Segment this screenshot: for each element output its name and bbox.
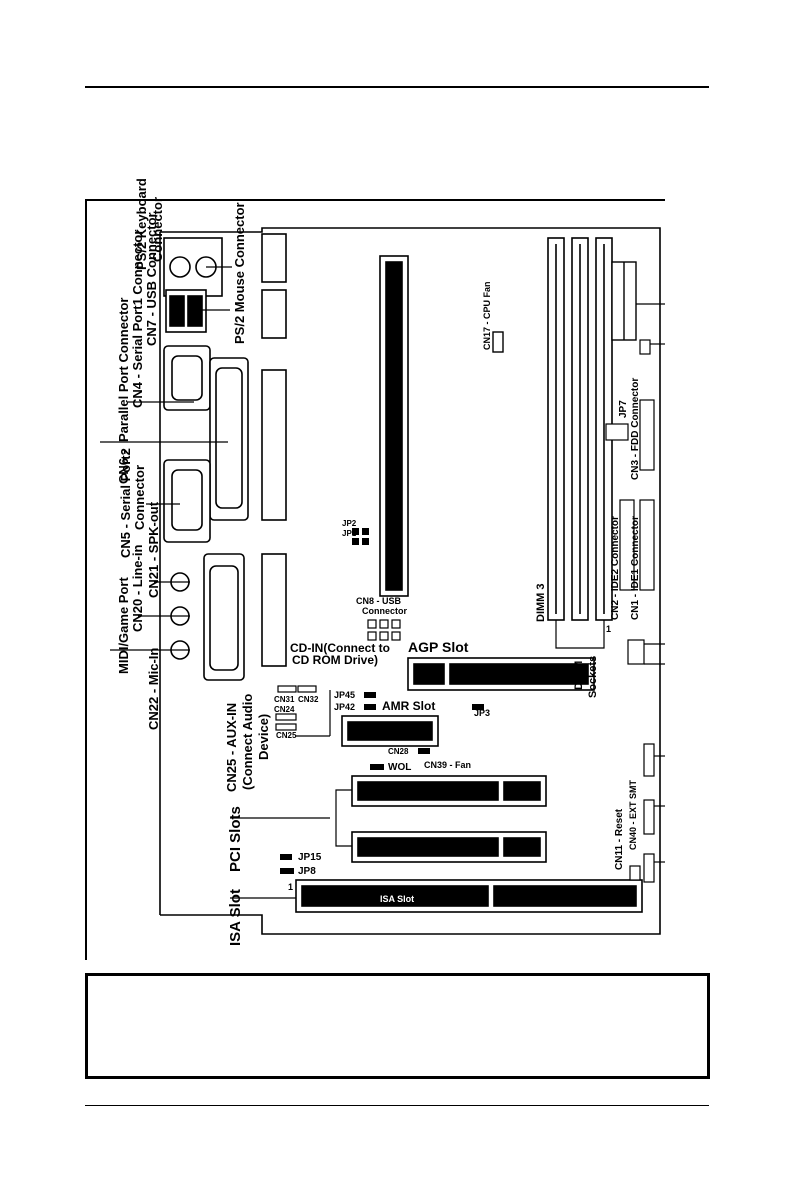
label-cn8: CN8 - USB bbox=[356, 596, 402, 606]
label-cn11: CN11 - Reset bbox=[614, 808, 625, 870]
label-cn39: CN39 - Fan bbox=[424, 760, 471, 770]
label-cn21: CN21 - SPK-out bbox=[146, 501, 161, 598]
jp7-jumper bbox=[605, 423, 629, 441]
label-cn25: CN25 bbox=[276, 731, 297, 740]
label-cn5: CN5 - Serial Port2 bbox=[118, 448, 133, 558]
label-pin1-dimm: 1 bbox=[606, 624, 611, 634]
label-jp2: JP2 bbox=[342, 519, 357, 528]
agp-slot bbox=[407, 657, 595, 691]
dimm-sockets bbox=[547, 237, 613, 621]
header-rule bbox=[85, 86, 709, 88]
label-ps2-keyboard-connector: Connector bbox=[150, 197, 165, 262]
label-cn32: CN32 bbox=[298, 695, 319, 704]
label-cn5-connector: Connector bbox=[132, 465, 147, 530]
io-internal-blocks bbox=[261, 233, 287, 667]
label-cn22: CN22 - Mic-In bbox=[146, 648, 161, 730]
label-cn7: CN7 - USB Connector bbox=[144, 212, 159, 346]
label-cn31: CN31 bbox=[274, 695, 295, 704]
label-dimm: DIMM bbox=[573, 661, 585, 690]
label-isa-slot: ISA Slot bbox=[227, 889, 244, 946]
cn8-usb-header bbox=[367, 619, 401, 641]
label-jp3: JP3 bbox=[474, 708, 490, 718]
label-cn4: CN4 - Serial Port1 Connector bbox=[130, 230, 145, 408]
motherboard-diagram-frame bbox=[85, 199, 665, 960]
label-jp7: JP7 bbox=[618, 400, 629, 418]
board-outline bbox=[160, 227, 661, 935]
jp15-jp8 bbox=[280, 854, 294, 874]
label-cn3: CN3 - FDD Connector bbox=[630, 378, 641, 480]
label-cn17: CN17 - CPU Fan bbox=[482, 281, 492, 350]
label-ps2-keyboard: PS/2 Keyboard bbox=[134, 178, 149, 270]
label-isa-inner: ISA Slot bbox=[380, 894, 414, 904]
cpu-fan-header bbox=[492, 331, 504, 353]
usb-ports bbox=[165, 289, 207, 333]
label-jp42: JP42 bbox=[334, 702, 355, 712]
label-cn1: CN1 - IDE1 Connector bbox=[630, 516, 641, 620]
amr-slot bbox=[341, 715, 439, 747]
small-jumpers bbox=[364, 692, 484, 770]
label-cn2: CN2 - IDE2 Connector bbox=[610, 516, 621, 620]
serial-port-1 bbox=[163, 345, 211, 411]
label-dimm3: DIMM 3 bbox=[535, 584, 547, 623]
label-cn25-connect-audio: (Connect Audio bbox=[240, 694, 255, 790]
serial-port-2 bbox=[163, 459, 211, 543]
label-jp1: JP1 bbox=[342, 529, 357, 538]
audio-headers bbox=[275, 685, 317, 731]
game-port bbox=[203, 553, 245, 681]
label-wol: WOL bbox=[388, 762, 411, 773]
right-edge-headers bbox=[627, 339, 655, 883]
fdd-ide-connectors bbox=[619, 399, 655, 591]
label-agp-slot: AGP Slot bbox=[408, 639, 469, 655]
label-cd-in-2: CD ROM Drive) bbox=[292, 653, 378, 667]
jp1-jp2-jumpers bbox=[352, 528, 369, 545]
label-dimm-sockets: Sockets bbox=[587, 656, 599, 698]
label-cn40: CN40 - EXT SMT bbox=[628, 779, 638, 850]
label-parallel: Parallel Port Connector bbox=[116, 298, 131, 442]
label-cd-in-1: CD-IN(Connect to bbox=[290, 641, 390, 655]
label-cn24: CN24 bbox=[274, 705, 295, 714]
label-cn8-connector: Connector bbox=[362, 606, 407, 616]
label-cn6: CN6 - bbox=[116, 450, 131, 484]
label-cn20: CN20 - Line-in bbox=[130, 545, 145, 632]
pci-slots bbox=[351, 775, 547, 863]
label-jp15: JP15 bbox=[298, 852, 322, 863]
parallel-port bbox=[209, 357, 249, 521]
leader-lines bbox=[100, 266, 665, 899]
label-amr-slot: AMR Slot bbox=[382, 699, 435, 713]
isa-slot bbox=[295, 879, 643, 913]
atx-power-connector bbox=[611, 261, 637, 341]
label-jp8: JP8 bbox=[298, 866, 316, 877]
label-pci-slots: PCI Slots bbox=[227, 806, 244, 872]
note-box bbox=[85, 973, 710, 1079]
label-pin1-isa: 1 bbox=[288, 882, 293, 892]
label-cn25-device: Device) bbox=[256, 714, 271, 760]
label-jp45: JP45 bbox=[334, 690, 355, 700]
footer-rule bbox=[85, 1105, 709, 1106]
label-cn25-aux-in: CN25 - AUX-IN bbox=[224, 703, 239, 792]
label-cn28: CN28 bbox=[388, 747, 409, 756]
cpu-slot bbox=[379, 255, 409, 597]
label-ps2-mouse: PS/2 Mouse Connector bbox=[232, 202, 247, 344]
label-midi: MIDI/Game Port bbox=[116, 577, 131, 674]
